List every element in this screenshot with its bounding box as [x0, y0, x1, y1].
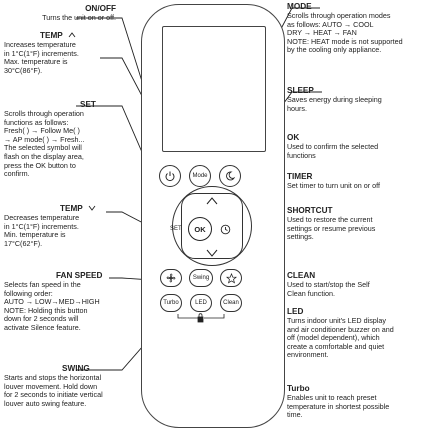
onoff-desc: Turns the unit on or off.	[42, 13, 116, 22]
temp-up-title: TEMP	[40, 31, 63, 40]
ok-button-label: OK	[194, 224, 206, 234]
label-temp-down: TEMP Decreases temperature in 1°C(1°F) i…	[4, 204, 124, 248]
shortcut-title: SHORTCUT	[287, 206, 333, 215]
timer-title: TIMER	[287, 172, 313, 181]
timer-icon[interactable]	[220, 224, 231, 235]
fan-speed-desc: Selects fan speed in the following order…	[4, 280, 100, 332]
label-sleep: SLEEP Saves energy during sleeping hours…	[287, 86, 433, 113]
clean-button[interactable]: Clean	[220, 294, 242, 312]
led-button-label: LED	[195, 300, 207, 306]
label-timer: TIMER Set timer to turn unit on or off	[287, 172, 433, 191]
clean-desc: Used to start/stop the Self Clean functi…	[287, 280, 370, 298]
timer-desc: Set timer to turn unit on or off	[287, 181, 380, 190]
turbo-title: Turbo	[287, 384, 310, 393]
lock-bracket	[177, 313, 225, 323]
temp-up-desc: Increases temperature in 1°C(1°F) increm…	[4, 40, 79, 75]
shortcut-desc: Used to restore the current settings or …	[287, 215, 376, 242]
navigation-pad	[181, 193, 243, 259]
mode-title: MODE	[287, 2, 312, 11]
label-shortcut: SHORTCUT Used to restore the current set…	[287, 206, 433, 242]
led-desc: Turns indoor unit's LED display and air …	[287, 316, 394, 360]
temp-down-desc: Decreases temperature in 1°C(1°F) increm…	[4, 213, 80, 248]
ok-title: OK	[287, 133, 300, 142]
label-onoff: ON/OFF Turns the unit on or off.	[4, 4, 116, 23]
label-led: LED Turns indoor unit's LED display and …	[287, 307, 433, 360]
onoff-title: ON/OFF	[85, 4, 116, 13]
power-icon	[165, 171, 175, 182]
swing-title: SWING	[62, 364, 90, 373]
clean-button-label: Clean	[223, 300, 239, 306]
fan-speed-title: FAN SPEED	[56, 271, 103, 280]
set-title: SET	[80, 100, 96, 109]
power-button[interactable]	[159, 165, 181, 187]
temp-down-title: TEMP	[60, 204, 83, 213]
mode-button-label: Mode	[192, 173, 208, 179]
label-swing: SWING Starts and stops the horizontal lo…	[4, 364, 140, 408]
up-arrow-icon[interactable]	[206, 196, 218, 206]
sleep-desc: Saves energy during sleeping hours.	[287, 95, 382, 113]
fan-icon	[166, 273, 176, 283]
label-ok: OK Used to confirm the selected function…	[287, 133, 433, 160]
lock-icon	[197, 316, 204, 323]
led-button[interactable]: LED	[190, 294, 212, 312]
shortcut-button[interactable]	[220, 269, 242, 287]
lcd-display	[162, 26, 266, 152]
navigation-ring	[172, 186, 252, 266]
down-arrow-icon	[88, 205, 96, 211]
turbo-button[interactable]: Turbo	[160, 294, 182, 312]
label-temp-up: TEMP Increases temperature in 1°C(1°F) i…	[4, 31, 124, 75]
mode-button[interactable]: Mode	[189, 165, 211, 187]
sleep-icon	[226, 171, 236, 181]
sleep-button[interactable]	[219, 165, 241, 187]
ok-desc: Used to confirm the selected functions	[287, 142, 379, 160]
ok-button[interactable]: OK	[188, 217, 212, 241]
turbo-button-label: Turbo	[163, 300, 179, 306]
turbo-desc: Enables unit to reach preset temperature…	[287, 393, 390, 420]
set-desc: Scrolls through operation functions as f…	[4, 109, 85, 179]
swing-desc: Starts and stops the horizontal louver m…	[4, 373, 103, 408]
label-mode: MODE Scrolls through operation modes as …	[287, 2, 433, 55]
label-fan-speed: FAN SPEED Selects fan speed in the follo…	[4, 271, 124, 333]
star-icon	[225, 272, 237, 284]
label-turbo: Turbo Enables unit to reach preset tempe…	[287, 384, 433, 420]
swing-button-label: Swing	[192, 275, 210, 281]
mode-desc: Scrolls through operation modes as follo…	[287, 11, 403, 55]
clean-title: CLEAN	[287, 271, 316, 280]
fan-speed-button[interactable]	[160, 269, 182, 287]
led-title: LED	[287, 307, 304, 316]
label-set: SET Scrolls through operation functions …	[4, 100, 124, 179]
label-clean: CLEAN Used to start/stop the Self Clean …	[287, 271, 433, 298]
sleep-title: SLEEP	[287, 86, 314, 95]
up-arrow-icon	[68, 32, 76, 38]
set-button[interactable]: SET	[170, 226, 182, 232]
down-arrow-icon[interactable]	[206, 248, 218, 258]
swing-button[interactable]: Swing	[189, 269, 213, 287]
